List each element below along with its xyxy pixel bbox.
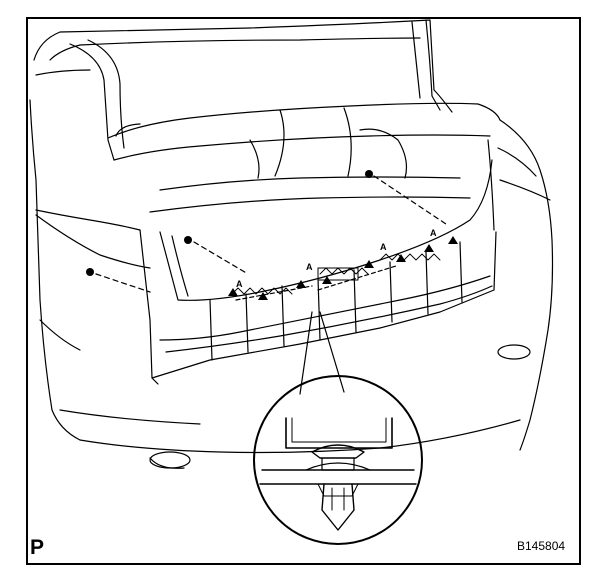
clip-detail-circle bbox=[253, 375, 423, 545]
rear-trim-panel bbox=[139, 139, 497, 385]
magnifier-leader bbox=[299, 311, 345, 395]
screw-leaders bbox=[95, 175, 447, 293]
screw-icon bbox=[86, 170, 373, 276]
corner-mark: P bbox=[30, 536, 45, 559]
callout-a-1: A bbox=[236, 279, 243, 289]
callout-a-3: A bbox=[380, 242, 387, 252]
reference-code: B145804 bbox=[517, 539, 566, 553]
car-body bbox=[29, 19, 554, 469]
callout-a-4: A bbox=[430, 228, 437, 238]
callout-a-2: A bbox=[306, 262, 313, 272]
clip-icon bbox=[228, 236, 458, 300]
clip-locations bbox=[235, 265, 397, 301]
